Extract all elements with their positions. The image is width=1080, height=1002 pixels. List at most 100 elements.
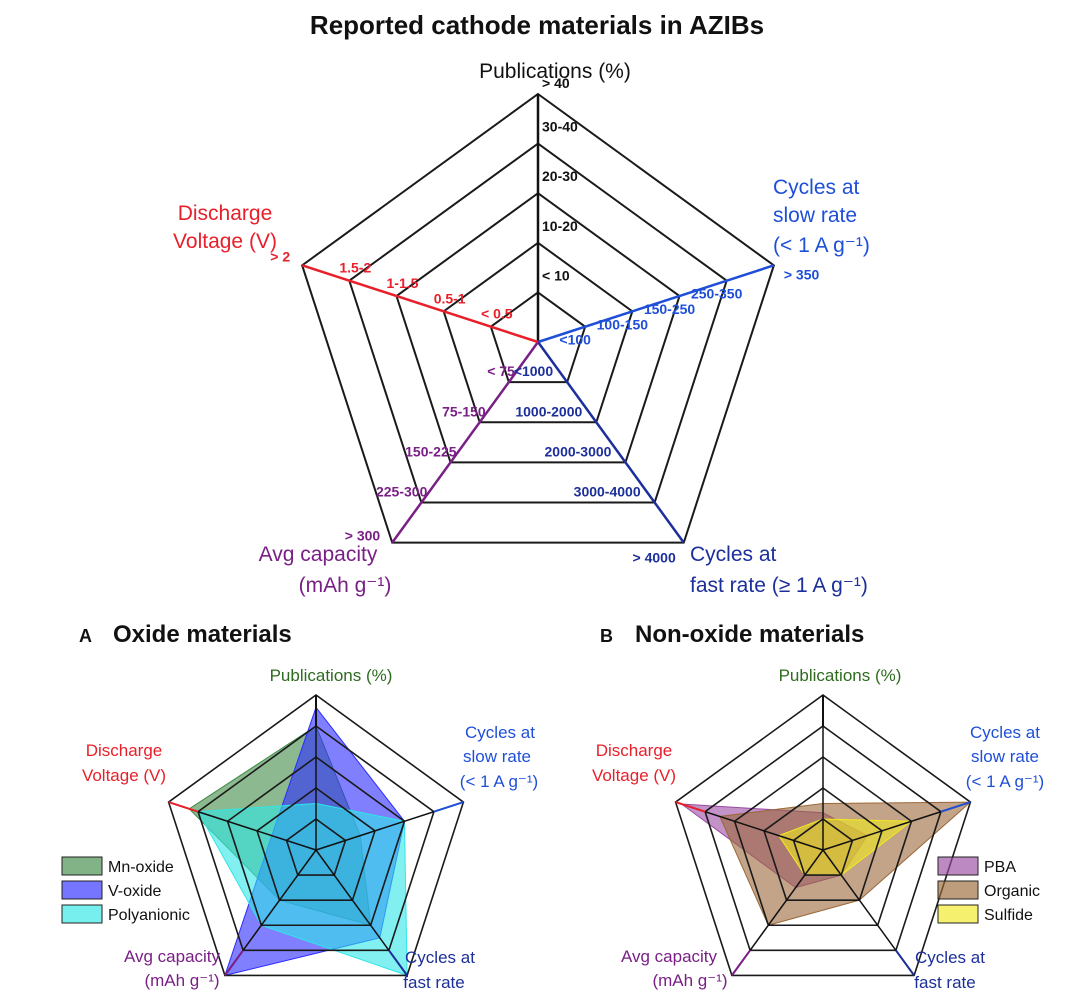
axis-spoke-tip — [224, 949, 244, 976]
panel-b-letter: B — [600, 626, 613, 646]
panel-b-axis-fast-2: fast rate — [914, 973, 975, 992]
panel-b-non-oxide: B Non-oxide materials Publications (%) C… — [592, 621, 1044, 992]
top-scale-label: <100 — [559, 332, 591, 348]
top-scale-label: <1000 — [514, 363, 554, 379]
top-scale-label: > 350 — [784, 266, 820, 282]
top-scale-label: > 300 — [345, 528, 381, 544]
axis-title-voltage-line2: Voltage (V) — [173, 230, 277, 253]
panel-b-axis-voltage-2: Voltage (V) — [592, 766, 676, 785]
axis-spoke-tip — [940, 801, 971, 813]
top-scale-label: 150-250 — [644, 301, 696, 317]
grid-ring — [733, 756, 913, 927]
axis-spoke-tip — [895, 949, 915, 976]
legend-label: Mn-oxide — [108, 859, 174, 876]
panel-a-oxide: A Oxide materials Publications (%) Cycle… — [61, 621, 538, 992]
top-scale-label: 2000-3000 — [545, 443, 612, 459]
axis-title-publications: Publications (%) — [479, 60, 631, 83]
top-axis-spoke — [301, 264, 539, 344]
grid-ring — [763, 787, 883, 901]
top-scale-label: > 40 — [542, 75, 570, 91]
panel-a-axis-slow-3: (< 1 A g⁻¹) — [460, 772, 538, 791]
top-axis-spoke — [536, 341, 685, 544]
panel-a-axis-slow-2: slow rate — [463, 747, 531, 766]
top-scale-label: 100-150 — [597, 316, 649, 332]
axis-title-voltage-line1: Discharge — [178, 202, 273, 225]
axis-spoke-tip — [168, 801, 199, 813]
panel-a-letter: A — [79, 626, 92, 646]
legend-swatch — [61, 904, 103, 924]
axis-title-slow-line3: (< 1 A g⁻¹) — [773, 234, 870, 257]
top-scale-label: 10-20 — [542, 218, 578, 234]
top-grid-ring — [300, 92, 776, 544]
legend-label: Polyanionic — [108, 907, 190, 924]
panel-a-axis-publications: Publications (%) — [270, 666, 393, 685]
axis-title-fast-line1: Cycles at — [690, 543, 777, 566]
panel-b-axis-slow-1: Cycles at — [970, 723, 1040, 742]
top-scale-label: 250-350 — [691, 286, 743, 302]
top-grid-ring — [442, 241, 634, 424]
legend-swatch — [61, 856, 103, 876]
top-scale-label: 20-30 — [542, 168, 578, 184]
grid-ring — [167, 694, 465, 977]
panel-a-axis-voltage-2: Voltage (V) — [82, 766, 166, 785]
axis-title-slow-line2: slow rate — [773, 204, 857, 227]
top-grid-ring — [348, 142, 728, 504]
panel-a-axis-capacity-1: Avg capacity — [124, 947, 221, 966]
top-grid-ring — [489, 291, 587, 384]
top-scale-label: 225-300 — [376, 484, 428, 500]
top-scale-label: 0.5-1 — [434, 290, 466, 306]
grid-ring — [256, 787, 376, 901]
top-scale-label: 75-150 — [442, 403, 486, 419]
top-axis-spoke — [537, 264, 775, 344]
grid-ring — [226, 756, 406, 927]
legend-label: Organic — [984, 883, 1040, 900]
panel-a-axis-fast-2: fast rate — [403, 973, 464, 992]
panel-b-axis-publications: Publications (%) — [779, 666, 902, 685]
axis-spoke-tip — [388, 949, 408, 976]
grid-ring — [674, 694, 972, 977]
panel-b-axis-capacity-2: (mAh g⁻¹) — [652, 971, 727, 990]
legend-label: Sulfide — [984, 907, 1033, 924]
top-grid-ring — [395, 191, 681, 464]
panel-b-axis-slow-3: (< 1 A g⁻¹) — [966, 772, 1044, 791]
grid-ring — [792, 818, 854, 876]
panel-b-axis-capacity-1: Avg capacity — [621, 947, 718, 966]
top-scale-label: < 10 — [542, 267, 570, 283]
panel-a-axis-slow-1: Cycles at — [465, 723, 535, 742]
top-scale-label: 3000-4000 — [574, 484, 641, 500]
panel-a-title: Oxide materials — [113, 621, 292, 648]
legend-swatch — [61, 880, 103, 900]
top-scale-label: > 2 — [270, 248, 290, 264]
axis-spoke-tip — [731, 949, 751, 976]
figure-title: Reported cathode materials in AZIBs — [310, 10, 764, 40]
legend-label: V-oxide — [108, 883, 161, 900]
grid-ring — [197, 725, 435, 952]
axis-title-capacity-line2: (mAh g⁻¹) — [299, 574, 392, 597]
axis-title-fast-line2: fast rate (≥ 1 A g⁻¹) — [690, 574, 868, 597]
top-scale-label: 1-1.5 — [387, 275, 419, 291]
axis-spoke-tip — [675, 801, 706, 813]
panel-a-axis-fast-1: Cycles at — [405, 948, 475, 967]
legend-swatch — [937, 856, 979, 876]
top-scale-label: 1000-2000 — [515, 403, 582, 419]
axis-title-capacity-line1: Avg capacity — [259, 543, 378, 566]
top-scale-label: < 0.5 — [481, 306, 513, 322]
panel-b-axis-fast-1: Cycles at — [915, 948, 985, 967]
top-scale-label: 150-225 — [405, 443, 457, 459]
legend-swatch — [937, 904, 979, 924]
top-scale-label: 1.5-2 — [339, 260, 371, 276]
panel-a-axis-voltage-1: Discharge — [86, 741, 163, 760]
panel-b-title: Non-oxide materials — [635, 621, 864, 648]
grid-ring — [285, 818, 347, 876]
grid-ring — [704, 725, 942, 952]
top-axis-spoke — [391, 341, 540, 544]
top-scale-label: > 4000 — [633, 550, 676, 566]
axis-spoke-tip — [433, 801, 464, 813]
scale-legend-radar: < 10 10-20 20-30 30-40 > 40 <100 100-150150-25… — [173, 60, 870, 597]
legend-label: PBA — [984, 859, 1016, 876]
legend-swatch — [937, 880, 979, 900]
top-scale-label: 30-40 — [542, 119, 578, 135]
